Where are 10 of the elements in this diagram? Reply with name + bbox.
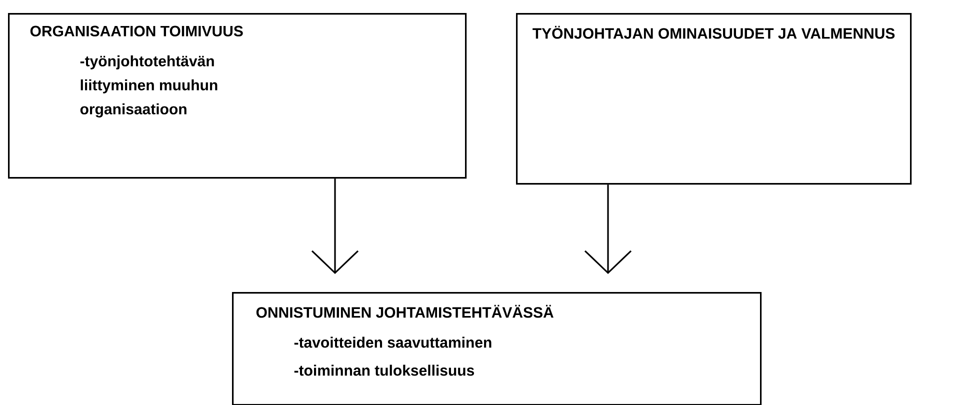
list-item: -työnjohtotehtävän liittyminen muuhun organisaatioon	[80, 55, 218, 118]
arrow	[311, 178, 359, 274]
list-item: -toiminnan tuloksellisuus	[294, 364, 474, 376]
list-item: -tavoitteiden saavuttaminen	[294, 336, 492, 348]
heading: ONNISTUMINEN JOHTAMISTEHTÄVÄSSÄ	[256, 304, 554, 318]
text-box	[516, 13, 912, 185]
text-box	[232, 292, 762, 405]
heading: TYÖNJOHTAJAN OMINAISUUDET JA VALMENNUS	[532, 26, 895, 39]
heading: ORGANISAATION TOIMIVUUS	[30, 26, 243, 36]
text-box	[8, 13, 467, 179]
